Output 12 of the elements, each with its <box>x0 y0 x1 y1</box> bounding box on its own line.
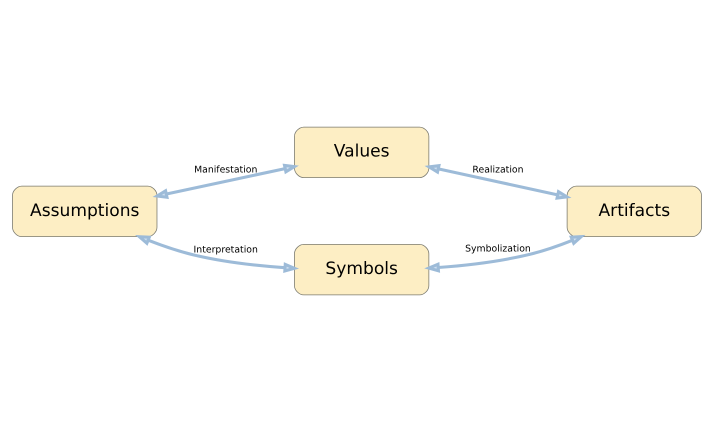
edge-label: Symbolization <box>465 242 531 254</box>
edge-label: Realization <box>472 164 524 175</box>
arrow <box>424 163 572 200</box>
arrow <box>424 234 586 272</box>
edge-label: Manifestation <box>194 164 258 175</box>
arrow <box>152 163 299 199</box>
node-box: Values <box>294 126 430 178</box>
node-box: Assumptions <box>12 185 158 237</box>
edge-label: Interpretation <box>194 244 258 255</box>
node-box: Symbols <box>294 244 430 295</box>
node-box: Artifacts <box>566 185 702 237</box>
arrow <box>135 234 300 273</box>
